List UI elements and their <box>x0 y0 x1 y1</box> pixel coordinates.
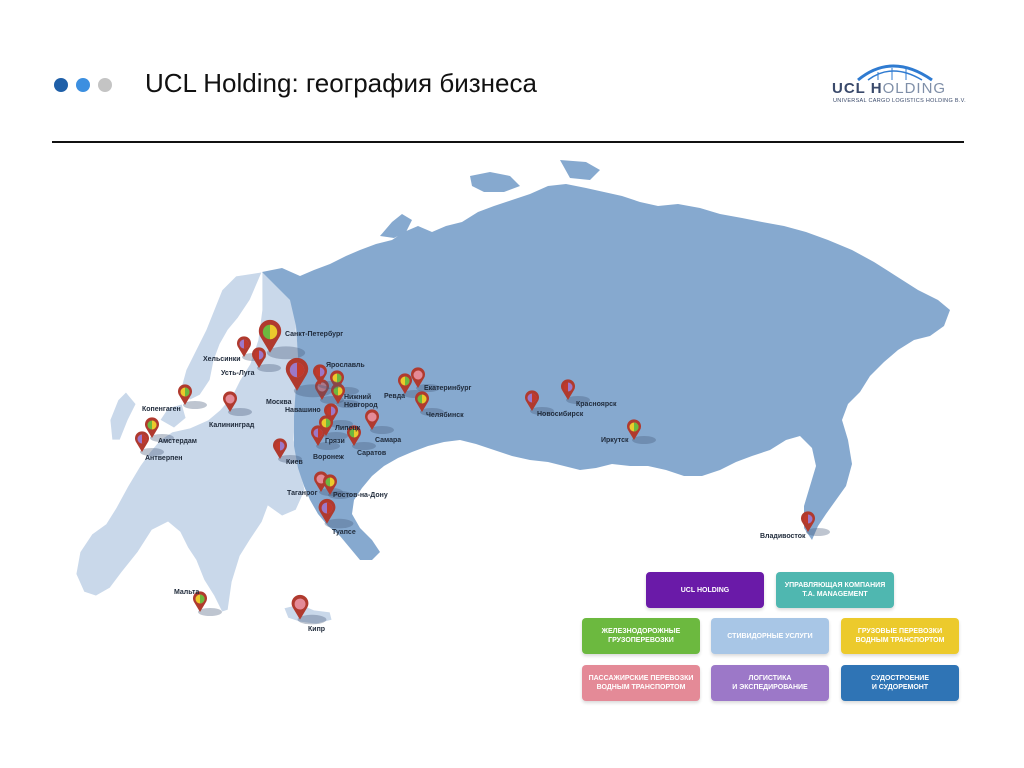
city-label: Самара <box>375 437 401 444</box>
map-pin-icon[interactable] <box>411 367 440 392</box>
city-label: Липецк <box>335 425 361 432</box>
city-label: Нижний <box>344 393 371 401</box>
map-pin-icon[interactable] <box>178 384 207 409</box>
bullet-dot-1 <box>54 78 68 92</box>
map-pin-icon[interactable] <box>145 417 174 442</box>
legend-item: ГРУЗОВЫЕ ПЕРЕВОЗКИ ВОДНЫМ ТРАНСПОРТОМ <box>841 618 959 654</box>
city-label: Усть-Луга <box>221 370 255 377</box>
map-pin-icon[interactable] <box>347 425 376 450</box>
city-label: Кипр <box>308 626 325 633</box>
map-pin-icon[interactable] <box>318 498 354 529</box>
logo-tagline: UNIVERSAL CARGO LOGISTICS HOLDING B.V. <box>833 98 966 104</box>
city-label: Амстердам <box>158 438 197 445</box>
city-label: Навашино <box>285 407 321 414</box>
russia-landmass <box>262 160 950 560</box>
city-label: Екатеринбург <box>424 384 472 392</box>
city-label: Грязи <box>325 438 345 445</box>
city-label: Мальта <box>174 589 199 596</box>
map-pin-icon[interactable] <box>252 347 281 372</box>
city-label: Ярославль <box>326 362 365 369</box>
city-label: Ростов-на-Дону <box>333 492 388 499</box>
city-label: Красноярск <box>576 401 617 408</box>
city-label: Антверпен <box>145 455 182 462</box>
city-label: Туапсе <box>332 529 356 536</box>
map-pin-icon[interactable] <box>223 391 252 416</box>
map-pin-icon[interactable] <box>291 594 327 625</box>
map-pin-icon[interactable] <box>365 409 394 434</box>
logo-wordmark: UCL HOLDING <box>832 80 947 97</box>
map-pin-icon[interactable] <box>258 319 306 360</box>
city-label: Владивосток <box>760 533 806 540</box>
map-pin-icon[interactable] <box>324 403 353 428</box>
city-label: Воронеж <box>313 454 345 461</box>
ucl-holding-logo: UCL HOLDING UNIVERSAL CARGO LOGISTICS HO… <box>828 58 968 108</box>
city-label: Санкт-Петербург <box>285 330 343 338</box>
city-label: Иркутск <box>601 437 629 444</box>
city-label: Москва <box>266 399 292 406</box>
city-label: Челябинск <box>426 411 464 419</box>
legend-item: UCL HOLDING <box>646 572 764 608</box>
city-label: Новгород <box>344 402 378 409</box>
legend-item: ЖЕЛЕЗНОДОРОЖНЫЕ ГРУЗОПЕРЕВОЗКИ <box>582 618 700 654</box>
city-pins <box>135 319 830 625</box>
city-label: Хельсинки <box>203 356 241 363</box>
europe-landmass <box>75 271 357 625</box>
map-pin-icon[interactable] <box>801 511 830 536</box>
map-pin-icon[interactable] <box>313 364 342 389</box>
bridge-arc-icon <box>857 64 933 82</box>
map-pin-icon[interactable] <box>311 425 340 450</box>
legend-item: УПРАВЛЯЮЩАЯ КОМПАНИЯ Т.А. MANAGEMENT <box>776 572 894 608</box>
city-label: Таганрог <box>287 490 318 497</box>
title-divider <box>52 141 964 143</box>
bullet-dot-3 <box>98 78 112 92</box>
map-pin-icon[interactable] <box>331 383 360 408</box>
legend-item: ПАССАЖИРСКИЕ ПЕРЕВОЗКИ ВОДНЫМ ТРАНСПОРТО… <box>582 665 700 701</box>
map-pin-icon[interactable] <box>627 419 656 444</box>
map-pin-icon[interactable] <box>525 390 554 415</box>
map-pin-icon[interactable] <box>273 438 302 463</box>
map-pin-icon[interactable] <box>319 415 348 440</box>
map-pin-icon[interactable] <box>285 357 333 398</box>
legend-item: СТИВИДОРНЫЕ УСЛУГИ <box>711 618 829 654</box>
map-pin-icon[interactable] <box>561 379 590 404</box>
page-title: UCL Holding: география бизнеса <box>145 68 537 98</box>
map-pin-icon[interactable] <box>135 431 164 456</box>
legend-item: СУДОСТРОЕНИЕ И СУДОРЕМОНТ <box>841 665 959 701</box>
city-label: Калининград <box>209 422 255 429</box>
title-bullets <box>54 78 112 92</box>
map-pin-icon[interactable] <box>323 474 352 499</box>
city-label: Новосибирск <box>537 410 584 418</box>
city-label: Копенгаген <box>142 406 181 413</box>
map-pin-icon[interactable] <box>415 391 444 416</box>
city-label: Киев <box>286 459 303 466</box>
legend-item: ЛОГИСТИКА И ЭКСПЕДИРОВАНИЕ <box>711 665 829 701</box>
bullet-dot-2 <box>76 78 90 92</box>
city-label: Ревда <box>384 393 405 400</box>
city-label: Саратов <box>357 450 387 457</box>
map-pin-icon[interactable] <box>193 591 222 616</box>
